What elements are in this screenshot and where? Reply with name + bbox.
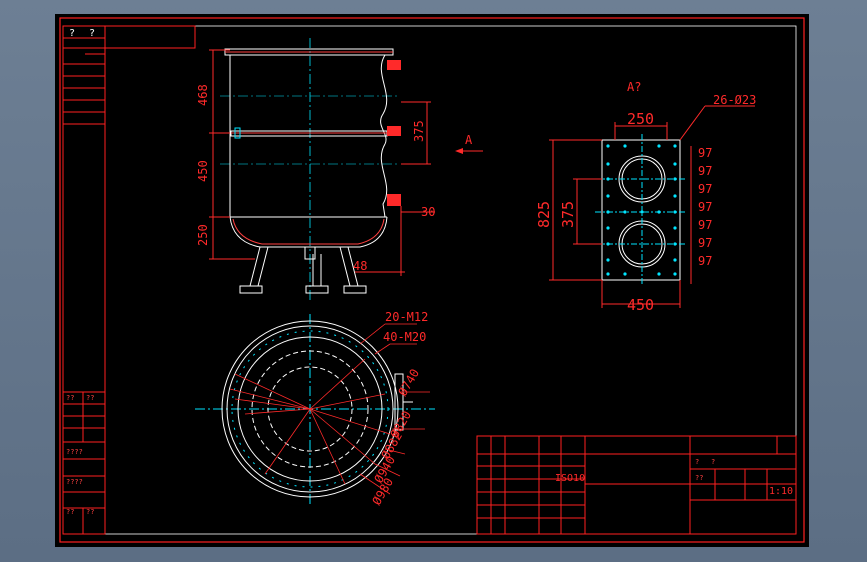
title-label-2: ? bbox=[711, 458, 715, 466]
plan-dia-740: Ø740 bbox=[395, 366, 422, 398]
pitch-dim-7: 97 bbox=[698, 254, 712, 268]
left-label-5: ?? bbox=[66, 508, 74, 516]
view-a-hole-note: 26-Ø23 bbox=[713, 93, 756, 107]
title-block bbox=[476, 435, 797, 535]
pitch-dim-1: 97 bbox=[698, 146, 712, 160]
front-dim-30: 30 bbox=[421, 205, 435, 219]
cad-drawing-canvas[interactable]: ? ? ?? ?? ???? ???? ?? ?? bbox=[55, 14, 809, 547]
pitch-dim-4: 97 bbox=[698, 200, 712, 214]
pitch-dim-3: 97 bbox=[698, 182, 712, 196]
view-a: A? 250 26-Ø23 bbox=[535, 80, 756, 314]
flange-plate bbox=[601, 139, 681, 281]
plan-callout-studs: 40-M20 bbox=[383, 330, 426, 344]
front-dim-250: 250 bbox=[196, 224, 210, 246]
revision-label-1: ? bbox=[69, 28, 75, 39]
pitch-dim-2: 97 bbox=[698, 164, 712, 178]
title-label-3: ?? bbox=[695, 474, 703, 482]
left-label-1: ?? bbox=[66, 394, 74, 402]
front-dim-450: 450 bbox=[196, 160, 210, 182]
pitch-dim-5: 97 bbox=[698, 218, 712, 232]
front-view: 468 450 250 375 30 48 A bbox=[196, 38, 483, 300]
front-dim-48: 48 bbox=[353, 259, 367, 273]
front-dim-375: 375 bbox=[412, 120, 426, 142]
revision-box: ? ? bbox=[62, 25, 196, 49]
sheet-border bbox=[59, 17, 805, 543]
left-strip bbox=[62, 47, 106, 535]
pitch-dim-6: 97 bbox=[698, 236, 712, 250]
view-a-dim-450: 450 bbox=[627, 296, 654, 314]
title-scale: 1:10 bbox=[769, 486, 793, 497]
revision-label-2: ? bbox=[89, 28, 95, 39]
front-dim-468: 468 bbox=[196, 84, 210, 106]
left-label-3: ???? bbox=[66, 448, 83, 456]
plan-callout-bolts: 20-M12 bbox=[385, 310, 428, 324]
view-a-label: A? bbox=[627, 80, 641, 94]
plan-dia-882: Ø882 bbox=[378, 429, 405, 461]
left-label-2: ?? bbox=[86, 394, 94, 402]
view-a-dim-250: 250 bbox=[627, 110, 654, 128]
view-a-dim-375: 375 bbox=[559, 201, 577, 228]
view-arrow-label: A bbox=[465, 133, 473, 147]
drawing-sheet: ? ? ?? ?? ???? ???? ?? ?? bbox=[59, 17, 805, 543]
title-label-1: ? bbox=[695, 458, 699, 466]
left-label-6: ?? bbox=[86, 508, 94, 516]
left-label-4: ???? bbox=[66, 478, 83, 486]
view-a-dim-825: 825 bbox=[535, 201, 553, 228]
title-drawing-name: ISO10 bbox=[555, 473, 585, 484]
plan-view: 20-M12 40-M20 Ø740 Ø820 Ø882 Ø940 Ø980 bbox=[195, 310, 435, 508]
